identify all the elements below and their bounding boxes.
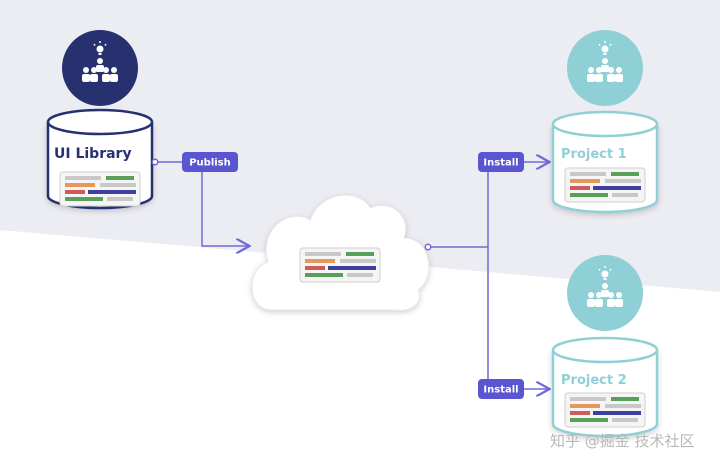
ui-library-code-card <box>59 171 141 207</box>
project2-database[interactable]: Project 2 <box>551 336 659 438</box>
project1-database[interactable]: Project 1 <box>551 110 659 214</box>
background-band <box>0 0 720 292</box>
watermark-text: 知乎 @掘金 技术社区 <box>550 432 695 450</box>
ui-library-team-icon <box>62 30 138 106</box>
install-button-project1[interactable]: Install <box>478 152 524 172</box>
publish-button[interactable]: Publish <box>182 152 238 172</box>
publish-connector <box>151 158 248 246</box>
ui-library-title: UI Library <box>54 146 132 162</box>
project2-code-card <box>564 392 646 428</box>
project2-title: Project 2 <box>561 373 627 388</box>
install-label-top: Install <box>483 158 518 169</box>
project1-code-card <box>564 167 646 203</box>
project1-team-icon <box>567 30 643 106</box>
install-button-project2[interactable]: Install <box>478 379 524 399</box>
cloud-code-card <box>299 247 381 283</box>
publish-label: Publish <box>189 158 231 169</box>
project1-title: Project 1 <box>561 147 627 162</box>
project2-team-icon <box>567 255 643 331</box>
ui-library-database[interactable]: UI Library <box>46 108 154 210</box>
install-label-bottom: Install <box>483 385 518 396</box>
